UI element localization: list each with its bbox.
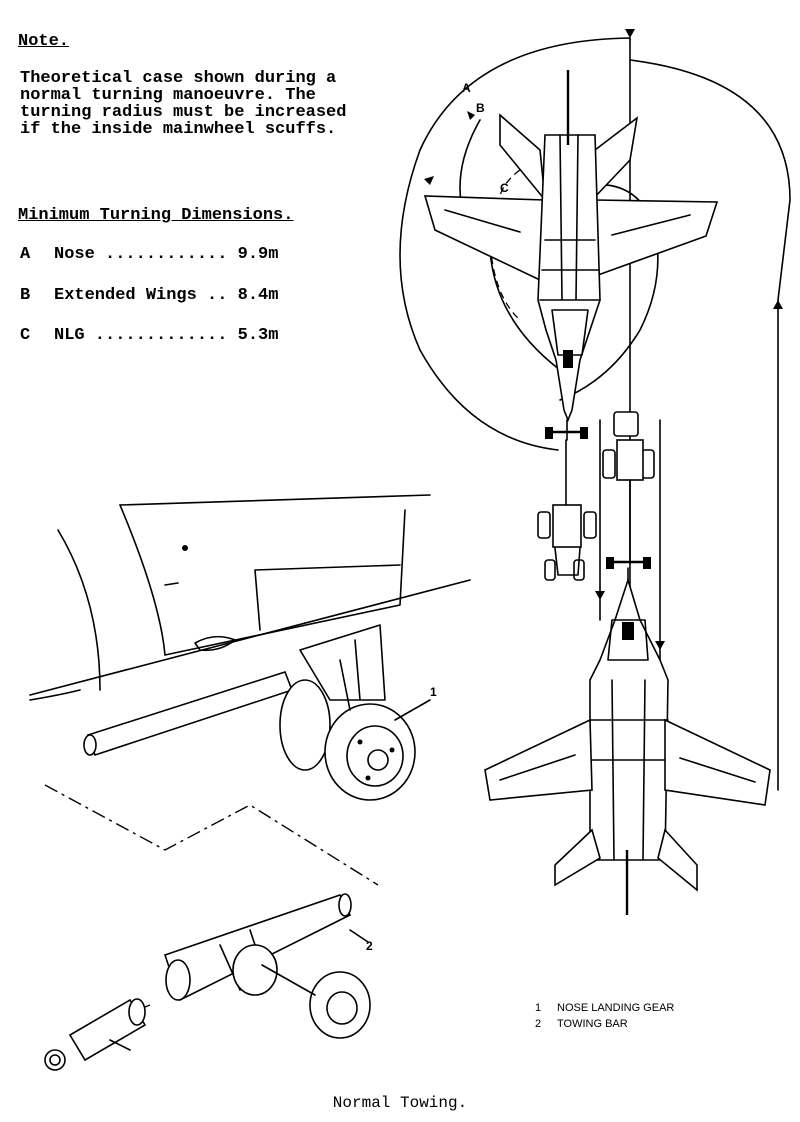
note-line: if the inside mainwheel scuffs. <box>20 120 337 139</box>
dimensions-heading: Minimum Turning Dimensions. <box>18 206 294 225</box>
legend-number: 2 <box>535 1018 542 1030</box>
nose-landing-gear: 1 <box>83 624 437 801</box>
arrow-head <box>467 111 475 120</box>
arc-a-path <box>399 37 631 451</box>
note-line: Theoretical case shown during a <box>20 69 337 88</box>
dimension-value: NLG ............. 5.3m <box>54 326 279 345</box>
note-line: normal turning manoeuvre. The <box>20 86 316 105</box>
arrow-head <box>424 176 434 185</box>
arc-c-left <box>489 249 561 371</box>
airframe-detail <box>29 494 471 701</box>
legend-item: 2 TOWING BAR <box>535 1016 674 1032</box>
dimension-row-b: B Extended Wings .. 8.4m <box>20 286 278 305</box>
aircraft-top <box>423 70 719 441</box>
arc-c-circle <box>559 183 659 401</box>
arrow-head <box>773 300 783 309</box>
arc-label-a: A <box>462 81 471 95</box>
legend-item: 1 NOSE LANDING GEAR <box>535 1000 674 1016</box>
callout-1: 1 <box>430 685 437 699</box>
leader-line <box>44 784 379 886</box>
arc-b-outer <box>629 59 791 791</box>
legend-number: 1 <box>535 1002 542 1014</box>
towing-bar: 2 <box>44 893 373 1071</box>
figure-caption: Normal Towing. <box>332 1094 468 1112</box>
dimension-key: B <box>20 286 31 305</box>
dimension-value: Nose ............ 9.9m <box>54 245 279 264</box>
arc-label-b: B <box>476 101 485 115</box>
note-line: turning radius must be increased <box>20 103 347 122</box>
tractor-second <box>602 411 655 569</box>
dimension-row-a: A Nose ............ 9.9m <box>20 245 278 264</box>
legend-label: TOWING BAR <box>557 1018 628 1030</box>
dimension-key: A <box>20 245 31 264</box>
dimension-key: C <box>20 326 31 345</box>
turning-arcs: A B C <box>399 29 791 791</box>
arrow-head <box>655 641 665 650</box>
arc-label-c: C <box>500 181 509 195</box>
tractor-top <box>537 427 597 581</box>
arrow-head <box>625 29 635 38</box>
callout-2: 2 <box>366 939 373 953</box>
note-heading: Note. <box>18 32 70 51</box>
legend: 1 NOSE LANDING GEAR 2 TOWING BAR <box>535 1000 674 1032</box>
dimension-value: Extended Wings .. 8.4m <box>54 286 279 305</box>
dimension-row-c: C NLG ............. 5.3m <box>20 326 278 345</box>
legend-label: NOSE LANDING GEAR <box>557 1002 675 1014</box>
arrow-head <box>595 591 605 600</box>
aircraft-bottom <box>484 567 771 915</box>
